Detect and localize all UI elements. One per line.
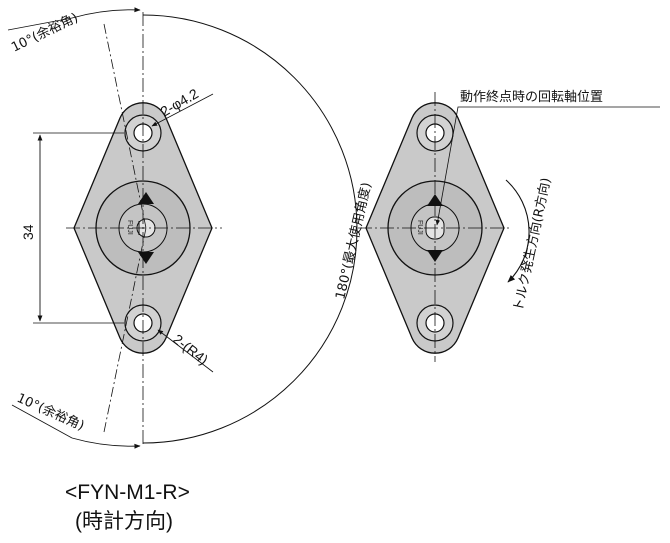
right-shaft-arrow-up: [427, 194, 443, 206]
left-shaft-arrow-down: [138, 252, 154, 264]
right-shaft-mark: FUJI: [416, 220, 423, 235]
rotation-direction: (時計方向): [75, 510, 173, 533]
left-shaft-mark: FUJI: [126, 220, 133, 235]
max-angle-arc: [142, 14, 358, 444]
right-shaft-arrow-down: [427, 250, 443, 262]
bottom-margin-arc: [71, 437, 141, 449]
end-position-label: 動作終点時の回転軸位置: [460, 89, 603, 105]
hole-label: 2-φ4.2: [158, 85, 202, 119]
hole-leader: [151, 93, 214, 127]
top-margin-leader: [7, 17, 73, 31]
left-shaft-arrow-up: [138, 192, 154, 204]
pitch-label: 34: [20, 224, 36, 240]
max-angle-label: 180°(最大使用角度): [332, 181, 374, 301]
left-damper-view: FUJI 34 2-φ4.2 2-(R4) 10°(余裕角) 10°(余裕: [7, 7, 375, 449]
end-position-leader: [435, 106, 660, 226]
bottom-margin-leader: [11, 404, 73, 439]
radius-leader: [157, 329, 214, 373]
radius-label: 2-(R4): [170, 331, 211, 368]
torque-direction-label: トルク発生方向(R方向): [510, 176, 554, 313]
torque-direction-arrow: [505, 179, 530, 283]
top-margin-arc: [71, 7, 141, 19]
right-damper-view: FUJI 動作終点時の回転軸位置 トルク発生方向(R方向): [358, 89, 660, 362]
top-margin-line: [103, 23, 147, 229]
top-margin-label: 10°(余裕角): [9, 10, 81, 56]
bottom-margin-line: [103, 227, 147, 433]
model-name: <FYN-M1-R>: [65, 481, 190, 504]
